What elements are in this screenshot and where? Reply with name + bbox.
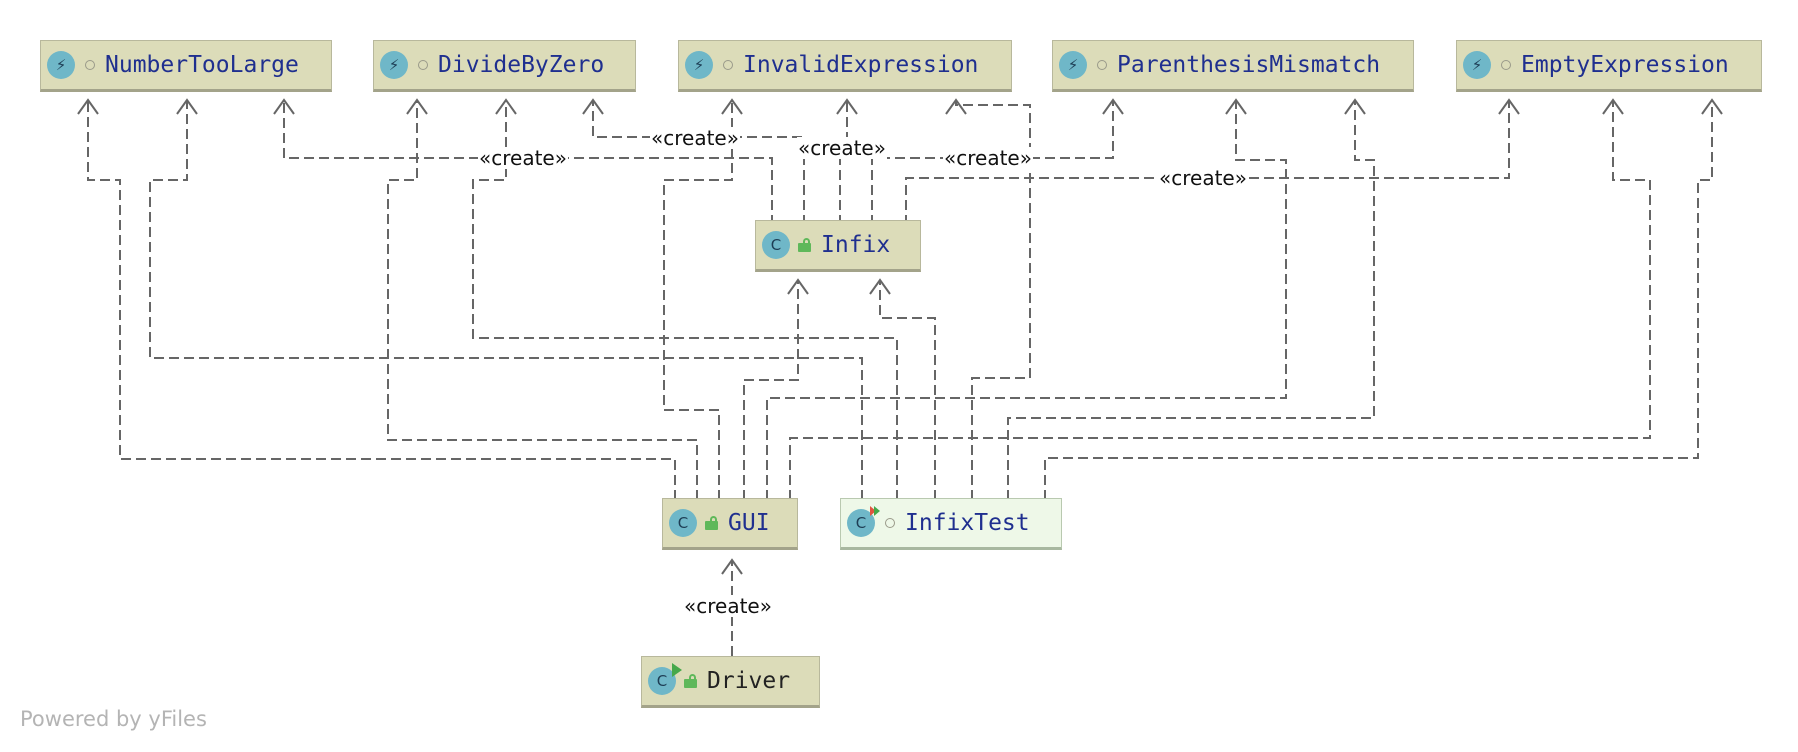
class-icon: C bbox=[762, 231, 790, 259]
package-visibility-icon bbox=[1097, 60, 1107, 70]
node-label: NumberTooLarge bbox=[105, 52, 299, 78]
edge-infix-parenthesismismatch bbox=[871, 100, 1114, 240]
edge-infix-invalidexpression bbox=[839, 100, 848, 240]
arrowhead-parenthesismismatch-1 bbox=[1102, 98, 1124, 115]
node-label: Driver bbox=[707, 668, 791, 694]
node-parenthesis-mismatch[interactable]: ⚡ ParenthesisMismatch bbox=[1052, 40, 1414, 92]
arrowhead-parenthesismismatch-3 bbox=[1344, 98, 1366, 115]
exception-icon: ⚡ bbox=[685, 51, 713, 79]
node-label: GUI bbox=[728, 510, 770, 536]
powered-by-footer: Powered by yFiles bbox=[20, 707, 207, 731]
public-visibility-icon bbox=[684, 674, 697, 688]
arrowhead-emptyexpression-3 bbox=[1701, 98, 1723, 115]
edge-infixtest-numbertoolarge bbox=[149, 100, 863, 500]
package-visibility-icon bbox=[1501, 60, 1511, 70]
edge-infixtest-parenthesismismatch bbox=[1007, 100, 1375, 500]
edge-infix-dividebyzero bbox=[592, 100, 805, 240]
edge-gui-invalidexpression bbox=[663, 100, 733, 500]
edge-infixtest-invalidexpression bbox=[955, 100, 1031, 500]
edge-infix-numbertoolarge bbox=[283, 100, 773, 240]
arrowhead-numbertoolarge-3 bbox=[273, 98, 295, 115]
create-label-emptyexpression: «create» bbox=[1158, 166, 1248, 190]
arrowhead-infix-1 bbox=[787, 278, 809, 295]
arrowhead-dividebyzero-1 bbox=[406, 98, 428, 115]
arrowhead-infix-2 bbox=[869, 278, 891, 295]
test-class-icon: C bbox=[847, 506, 880, 537]
arrowhead-numbertoolarge-1 bbox=[77, 98, 99, 115]
arrowhead-dividebyzero-2 bbox=[495, 98, 517, 115]
node-invalid-expression[interactable]: ⚡ InvalidExpression bbox=[678, 40, 1012, 92]
node-infix-test[interactable]: C InfixTest bbox=[840, 498, 1062, 550]
exception-icon: ⚡ bbox=[380, 51, 408, 79]
exception-icon: ⚡ bbox=[47, 51, 75, 79]
create-label-numbertoolarge: «create» bbox=[478, 146, 568, 170]
create-label-dividebyzero: «create» bbox=[650, 126, 740, 150]
edge-infixtest-dividebyzero bbox=[472, 100, 898, 500]
arrowhead-gui bbox=[721, 558, 743, 575]
node-infix[interactable]: C Infix bbox=[755, 220, 921, 272]
arrowhead-dividebyzero-3 bbox=[582, 98, 604, 115]
node-gui[interactable]: C GUI bbox=[662, 498, 798, 550]
exception-icon: ⚡ bbox=[1463, 51, 1491, 79]
arrowhead-invalidexpression-3 bbox=[945, 98, 967, 115]
node-label: ParenthesisMismatch bbox=[1117, 52, 1381, 78]
arrowhead-emptyexpression-2 bbox=[1602, 98, 1624, 115]
node-divide-by-zero[interactable]: ⚡ DivideByZero bbox=[373, 40, 636, 92]
edge-infixtest-infix bbox=[879, 280, 936, 500]
package-visibility-icon bbox=[723, 60, 733, 70]
runnable-class-icon: C bbox=[648, 663, 682, 695]
package-visibility-icon bbox=[885, 518, 895, 528]
package-visibility-icon bbox=[418, 60, 428, 70]
exception-icon: ⚡ bbox=[1059, 51, 1087, 79]
edge-infixtest-emptyexpression bbox=[1044, 100, 1713, 500]
arrowhead-invalidexpression-1 bbox=[721, 98, 743, 115]
create-label-gui: «create» bbox=[683, 594, 773, 618]
class-icon: C bbox=[669, 509, 697, 537]
node-label: InfixTest bbox=[905, 510, 1030, 536]
public-visibility-icon bbox=[705, 516, 718, 530]
node-label: Infix bbox=[821, 232, 891, 258]
node-empty-expression[interactable]: ⚡ EmptyExpression bbox=[1456, 40, 1762, 92]
create-label-invalidexpression: «create» bbox=[797, 136, 887, 160]
arrowhead-emptyexpression-1 bbox=[1498, 98, 1520, 115]
node-label: EmptyExpression bbox=[1521, 52, 1729, 78]
package-visibility-icon bbox=[85, 60, 95, 70]
public-visibility-icon bbox=[798, 238, 811, 252]
node-label: InvalidExpression bbox=[743, 52, 979, 78]
node-label: DivideByZero bbox=[438, 52, 605, 78]
edge-gui-dividebyzero bbox=[387, 100, 698, 500]
edge-gui-infix bbox=[743, 280, 799, 500]
edge-gui-emptyexpression bbox=[789, 100, 1651, 500]
arrowhead-invalidexpression-2 bbox=[836, 98, 858, 115]
edge-gui-parenthesismismatch bbox=[766, 100, 1287, 500]
edge-gui-numbertoolarge bbox=[87, 100, 676, 500]
node-driver[interactable]: C Driver bbox=[641, 656, 820, 708]
arrowhead-parenthesismismatch-2 bbox=[1225, 98, 1247, 115]
create-label-parenthesismismatch: «create» bbox=[943, 146, 1033, 170]
arrowhead-numbertoolarge-2 bbox=[176, 98, 198, 115]
node-number-too-large[interactable]: ⚡ NumberTooLarge bbox=[40, 40, 332, 92]
